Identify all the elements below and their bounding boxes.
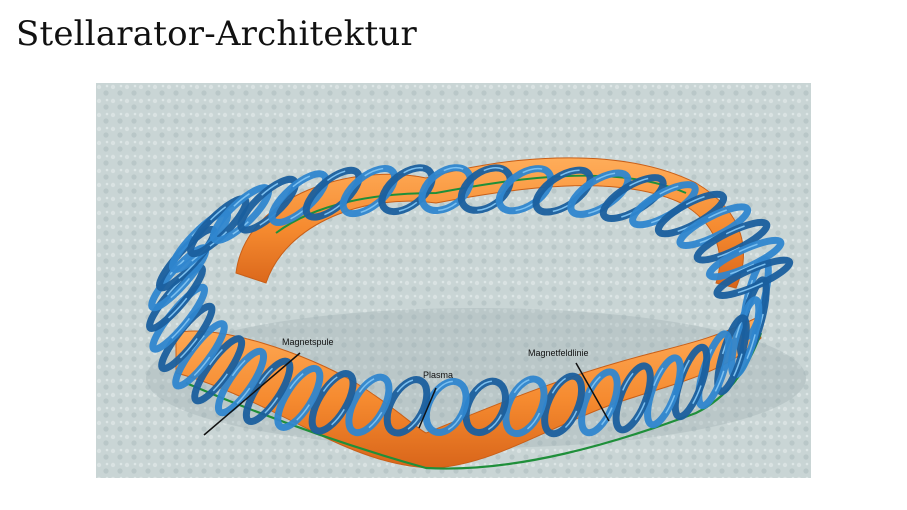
magnet-coil-highlight [217,350,265,414]
magnet-coil-highlight [730,298,760,376]
magnet-coil-highlight [460,167,511,212]
figure-background [96,83,811,478]
magnet-coil-highlight [189,197,247,255]
magnet-coil-highlight [716,259,791,297]
stellarator-illustration: Magnetspule Plasma Magnetfeldlinie [96,83,811,478]
plasma-label: Plasma [423,370,453,380]
magnet-coil-highlight [465,380,507,434]
magnet-coil-highlight [342,167,396,215]
magnet-coil-highlight [348,376,390,434]
magnet-coil-highlight [580,371,618,434]
magnet-coil-highlight [277,367,321,429]
magnet-coils [146,164,794,438]
plasma-tube-back [235,157,744,289]
magnet-coil-highlight [148,266,204,330]
magnet-coil-highlight [245,360,291,423]
magnet-coil [383,376,431,437]
coil-leader-line [203,352,301,436]
field-line-back [275,174,687,234]
magnet-coil-highlight [381,167,433,213]
magnet-coil-highlight [543,375,583,435]
magnet-coil-highlight [615,365,652,431]
magnet-coil-highlight [194,337,243,402]
magnet-coil-highlight [311,372,354,432]
slide-title: Stellarator-Architektur [16,14,417,54]
field-line-label: Magnetfeldlinie [528,348,589,358]
stellarator-figure: Magnetspule Plasma Magnetfeldlinie [96,83,811,478]
magnet-coil-highlight [716,317,748,393]
magnet-coil-highlight [708,239,782,278]
magnet-coil-highlight [505,378,545,435]
magnet-coil-highlight [646,357,682,426]
field-line-leader-line [575,362,610,422]
magnet-coil-highlight [674,346,708,418]
coil-label: Magnetspule [282,337,334,347]
magnet-coil-highlight [212,186,270,242]
magnet-coil-highlight [421,166,472,212]
magnet-coil-highlight [425,380,467,434]
plasma-leader-line [418,387,437,429]
